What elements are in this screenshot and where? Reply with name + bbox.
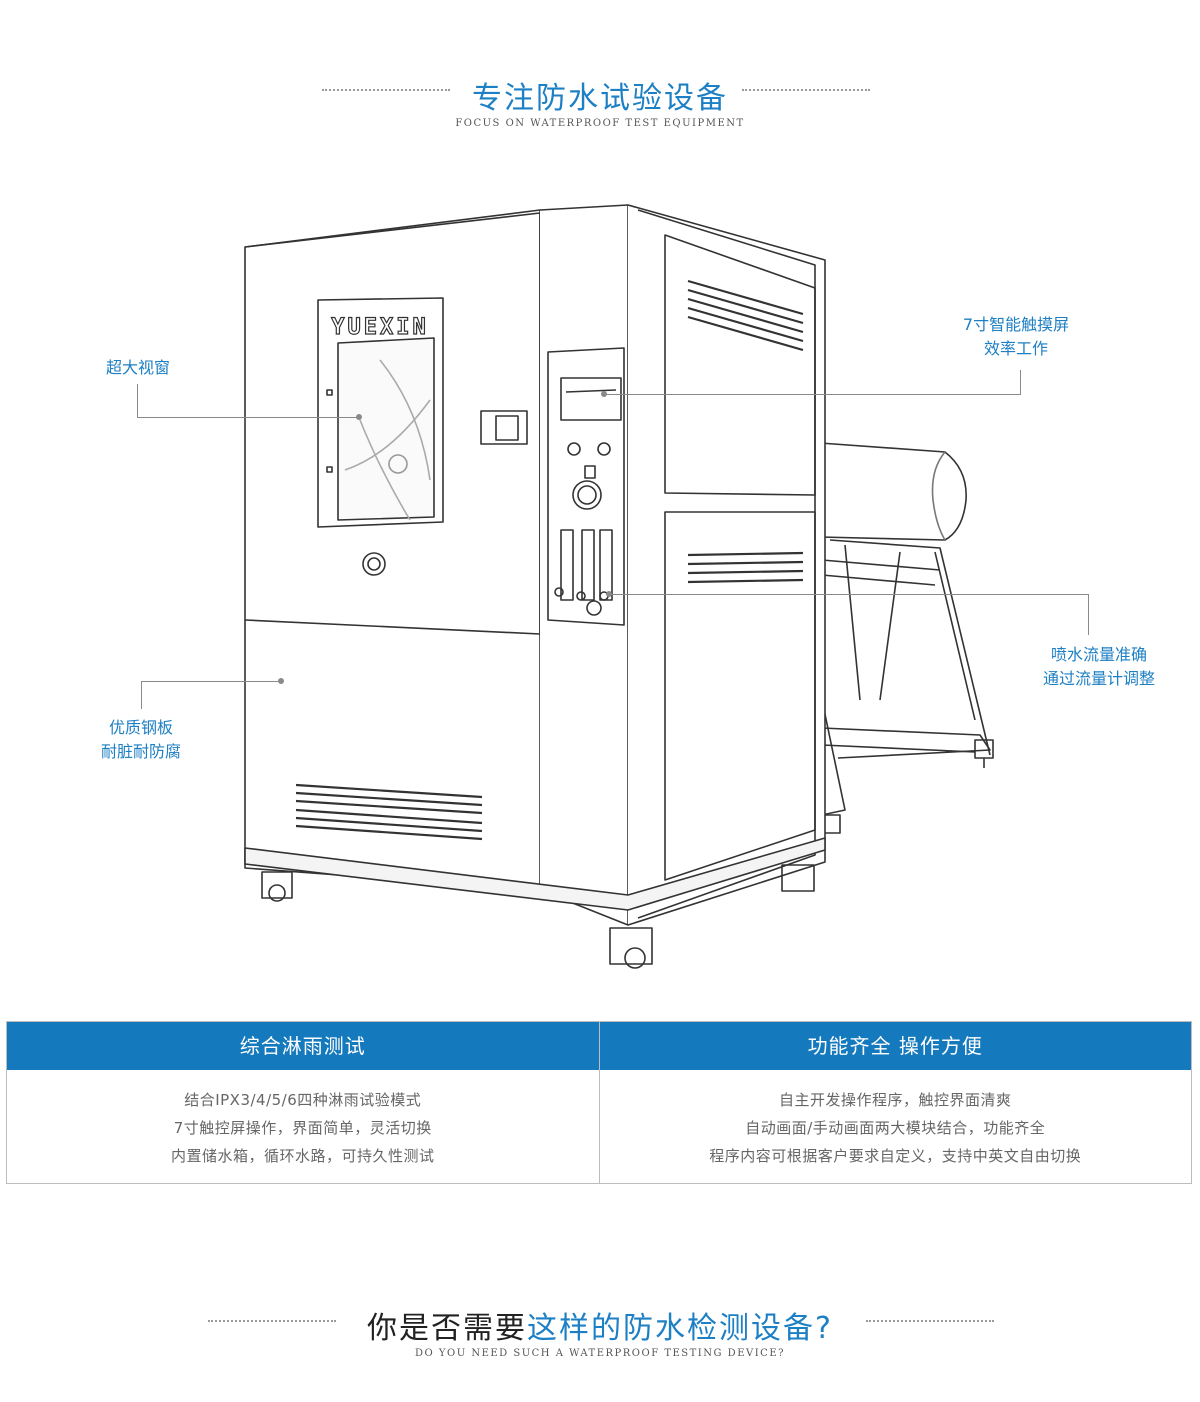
feature-title: 综合淋雨测试: [7, 1022, 599, 1070]
page-subtitle: FOCUS ON WATERPROOF TEST EQUIPMENT: [455, 118, 745, 129]
callout-flow-line-2: 通过流量计调整: [1042, 669, 1155, 688]
callout-steel-line-1: 优质钢板: [108, 718, 173, 737]
leader-window-h: [137, 417, 359, 418]
header-dots-right: [742, 89, 870, 91]
question-dots-left: [208, 1320, 336, 1322]
leader-touchscreen-dot: [601, 391, 607, 397]
feature-line: 自动画面/手动画面两大模块结合，功能齐全: [745, 1119, 1046, 1137]
leader-touchscreen-h: [604, 394, 1021, 395]
leader-flow-h: [609, 594, 1089, 595]
question-title: 你是否需要这样的防水检测设备?: [0, 1303, 1200, 1347]
feature-lines: 自主开发操作程序，触控界面清爽 自动画面/手动画面两大模块结合，功能齐全 程序内…: [600, 1070, 1192, 1170]
feature-line: 结合IPX3/4/5/6四种淋雨试验模式: [184, 1091, 422, 1109]
feature-line: 内置储水箱，循环水路，可持久性测试: [170, 1147, 435, 1165]
callout-steel: 优质钢板 耐脏耐防腐: [86, 716, 196, 764]
waterproof-test-machine-illustration: YUEXIN: [244, 204, 994, 969]
machine-brand-logo: YUEXIN: [331, 315, 428, 340]
leader-window-v: [137, 384, 138, 417]
leader-window-dot: [356, 414, 362, 420]
callout-steel-line-2: 耐脏耐防腐: [100, 742, 181, 761]
leader-steel-dot: [278, 678, 284, 684]
callout-flow: 喷水流量准确 通过流量计调整: [1024, 643, 1174, 691]
feature-table: 综合淋雨测试 结合IPX3/4/5/6四种淋雨试验模式 7寸触控屏操作，界面简单…: [6, 1021, 1192, 1184]
header-dots-left: [322, 89, 450, 91]
callout-flow-line-1: 喷水流量准确: [1050, 645, 1147, 664]
feature-lines: 结合IPX3/4/5/6四种淋雨试验模式 7寸触控屏操作，界面简单，灵活切换 内…: [7, 1070, 599, 1170]
feature-line: 7寸触控屏操作，界面简单，灵活切换: [173, 1119, 432, 1137]
page-title: 专注防水试验设备: [472, 81, 728, 116]
leader-steel-h: [141, 681, 281, 682]
leader-steel-v: [141, 681, 142, 709]
question-title-black: 你是否需要: [367, 1311, 528, 1346]
question-dots-right: [866, 1320, 994, 1322]
leader-flow-v: [1088, 594, 1089, 635]
feature-title: 功能齐全 操作方便: [599, 1022, 1191, 1070]
callout-touchscreen-line-2: 效率工作: [983, 339, 1048, 358]
question-title-blue: 这样的防水检测设备?: [527, 1311, 833, 1346]
callout-touchscreen: 7寸智能触摸屏 效率工作: [946, 313, 1086, 361]
feature-line: 自主开发操作程序，触控界面清爽: [778, 1091, 1012, 1109]
callout-touchscreen-line-1: 7寸智能触摸屏: [962, 315, 1070, 334]
feature-column-functions: 功能齐全 操作方便 自主开发操作程序，触控界面清爽 自动画面/手动画面两大模块结…: [598, 1022, 1192, 1183]
feature-line: 程序内容可根据客户要求自定义，支持中英文自由切换: [709, 1147, 1082, 1165]
leader-flow-dot: [606, 591, 612, 597]
leader-touchscreen-v: [1020, 370, 1021, 395]
question-subtitle: DO YOU NEED SUCH A WATERPROOF TESTING DE…: [415, 1348, 785, 1359]
feature-column-rain-test: 综合淋雨测试 结合IPX3/4/5/6四种淋雨试验模式 7寸触控屏操作，界面简单…: [7, 1022, 599, 1183]
callout-window: 超大视窗: [105, 358, 170, 377]
